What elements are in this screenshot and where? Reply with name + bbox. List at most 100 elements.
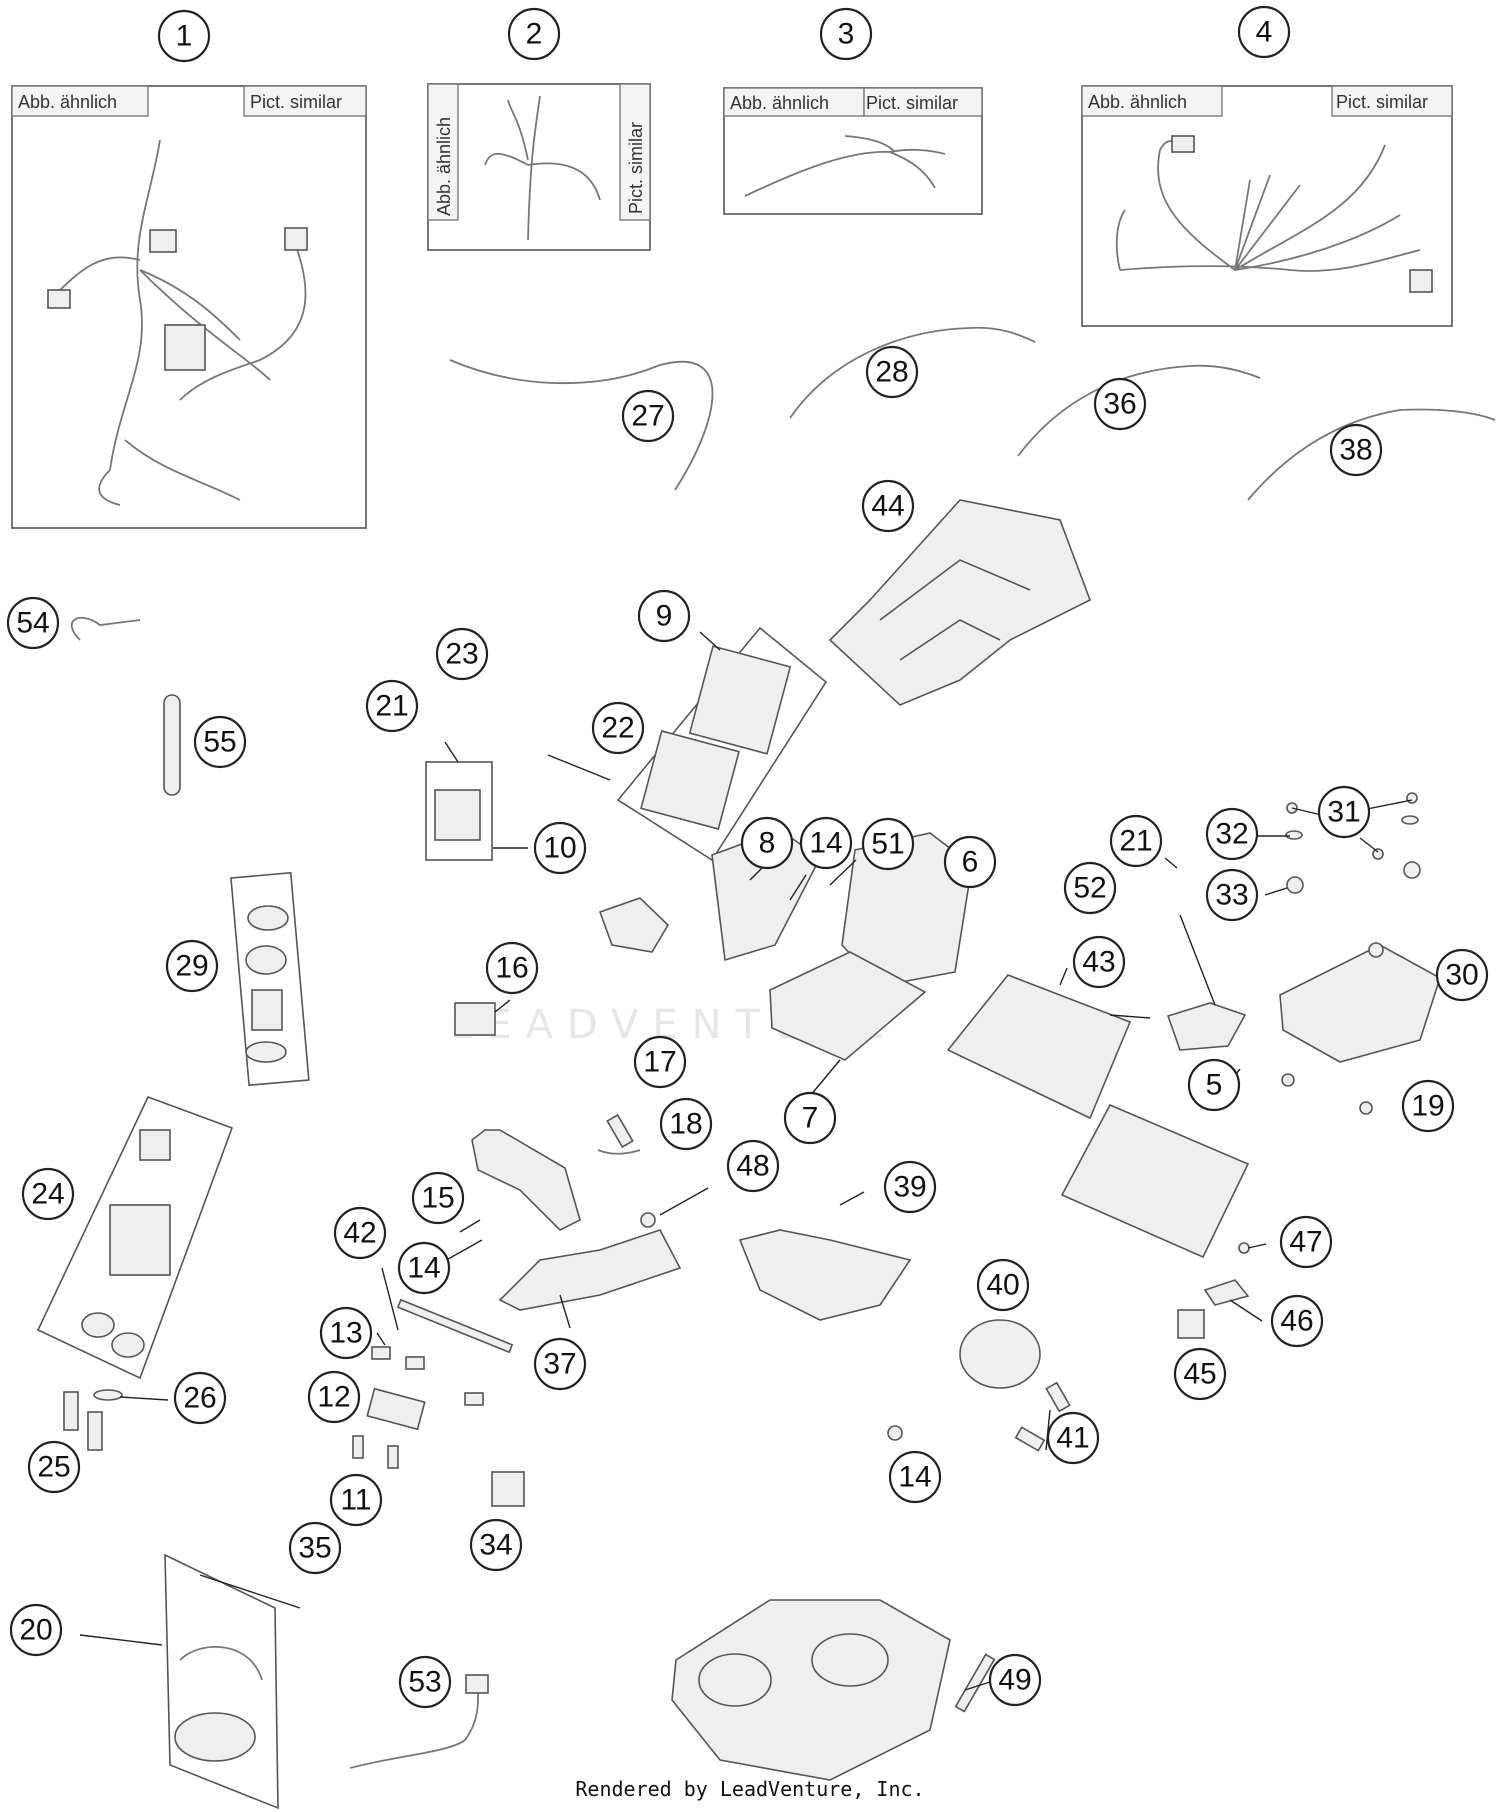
- callout-39: 39: [883, 1160, 937, 1214]
- battery-tray: [828, 499, 1092, 706]
- callout-48: 48: [726, 1139, 780, 1193]
- relay-16: [454, 1002, 496, 1036]
- svg-text:4: 4: [1256, 16, 1273, 49]
- svg-text:11: 11: [340, 1484, 371, 1517]
- callout-16: 16: [485, 941, 539, 995]
- svg-text:37: 37: [543, 1348, 576, 1381]
- cable-28: [789, 326, 1036, 419]
- callout-3: 3: [819, 7, 873, 61]
- screw-31c: [1372, 848, 1384, 860]
- wire-18: [597, 1149, 641, 1155]
- callout-31: 31: [1317, 785, 1371, 839]
- horn-frame: [164, 1553, 279, 1810]
- sensor-45: [1177, 1309, 1205, 1339]
- harness-4-box: Abb. ähnlich Pict. similar: [1081, 85, 1453, 327]
- callout-2: 2: [507, 7, 561, 61]
- harness-2-box: Abb. ähnlich Pict. similar: [427, 83, 651, 251]
- nut-48: [640, 1212, 656, 1228]
- callout-40: 40: [976, 1258, 1030, 1312]
- connector-12: [366, 1387, 426, 1431]
- svg-text:24: 24: [31, 1178, 64, 1211]
- callout-12: 12: [307, 1370, 361, 1424]
- bracket-46: [1203, 1279, 1250, 1306]
- svg-text:20: 20: [19, 1614, 52, 1647]
- callout-53: 53: [398, 1655, 452, 1709]
- svg-text:14: 14: [407, 1252, 440, 1285]
- sleeve-13c: [464, 1392, 484, 1406]
- svg-text:25: 25: [37, 1451, 70, 1484]
- svg-text:40: 40: [986, 1269, 1019, 1302]
- svg-text:33: 33: [1215, 879, 1248, 912]
- callout-18: 18: [659, 1097, 713, 1151]
- callout-44: 44: [861, 479, 915, 533]
- svg-text:41: 41: [1056, 1422, 1089, 1455]
- callout-28: 28: [865, 345, 919, 399]
- svg-text:38: 38: [1339, 434, 1372, 467]
- footer-credit: Rendered by LeadVenture, Inc.: [575, 1777, 924, 1801]
- callout-21-left: 21: [365, 679, 419, 733]
- harness-3-box: Abb. ähnlich Pict. similar: [723, 87, 983, 215]
- bolt-11a: [352, 1435, 364, 1459]
- callout-46: 46: [1270, 1294, 1324, 1348]
- relay: [434, 789, 481, 841]
- throttle-body: [671, 1599, 951, 1781]
- callout-29: 29: [165, 939, 219, 993]
- callout-11: 11: [329, 1473, 383, 1527]
- callout-9: 9: [637, 589, 691, 643]
- callout-14-top: 14: [799, 816, 853, 870]
- callout-25: 25: [27, 1440, 81, 1494]
- callout-23: 23: [435, 627, 489, 681]
- svg-text:39: 39: [893, 1171, 926, 1204]
- svg-text:14: 14: [809, 827, 842, 860]
- bracket-15: [471, 1129, 581, 1231]
- callout-17: 17: [633, 1035, 687, 1089]
- callout-42: 42: [333, 1206, 387, 1260]
- regulator-40: [959, 1319, 1041, 1389]
- callout-54: 54: [6, 596, 60, 650]
- svg-text:19: 19: [1411, 1090, 1444, 1123]
- svg-text:55: 55: [203, 726, 236, 759]
- similar-label-en: Pict. similar: [250, 92, 342, 112]
- relay-box-frame: [425, 761, 493, 861]
- callout-43: 43: [1072, 935, 1126, 989]
- svg-text:14: 14: [898, 1461, 931, 1494]
- callout-13: 13: [319, 1306, 373, 1360]
- callout-10: 10: [533, 821, 587, 875]
- nut-33: [1286, 876, 1304, 894]
- sleeve-13b: [405, 1356, 425, 1370]
- horn: [174, 1712, 256, 1762]
- svg-text:13: 13: [329, 1317, 362, 1350]
- svg-text:10: 10: [543, 832, 576, 865]
- svg-text:15: 15: [421, 1182, 454, 1215]
- sensor-53: [349, 1689, 479, 1769]
- callout-35: 35: [288, 1521, 342, 1575]
- similar-label-de: Abb. ähnlich: [18, 92, 117, 112]
- bolt-14-low: [887, 1425, 903, 1441]
- battery-cover-5: [1060, 1103, 1250, 1259]
- callout-36: 36: [1093, 377, 1147, 431]
- svg-text:1: 1: [176, 20, 193, 53]
- similar-label-en: Pict. similar: [866, 93, 958, 113]
- screw-47: [1238, 1242, 1250, 1254]
- similar-label-de: Abb. ähnlich: [1088, 92, 1187, 112]
- pin-25b: [87, 1411, 103, 1451]
- svg-text:9: 9: [656, 600, 673, 633]
- cable-42: [396, 1298, 514, 1354]
- washer-26: [93, 1389, 123, 1401]
- svg-text:18: 18: [669, 1108, 702, 1141]
- similar-label-de: Abb. ähnlich: [434, 117, 454, 216]
- pin-17: [606, 1113, 634, 1149]
- similar-label-en: Pict. similar: [626, 122, 646, 214]
- svg-text:8: 8: [759, 827, 776, 860]
- svg-text:22: 22: [601, 712, 634, 745]
- svg-text:3: 3: [838, 18, 855, 51]
- svg-text:23: 23: [445, 638, 478, 671]
- similar-label-de: Abb. ähnlich: [730, 93, 829, 113]
- svg-text:44: 44: [871, 490, 904, 523]
- svg-text:16: 16: [495, 952, 528, 985]
- cable-36: [1017, 364, 1261, 457]
- svg-text:12: 12: [317, 1381, 350, 1414]
- callout-24: 24: [21, 1167, 75, 1221]
- sleeve-13a: [371, 1346, 391, 1360]
- callout-41: 41: [1046, 1411, 1100, 1465]
